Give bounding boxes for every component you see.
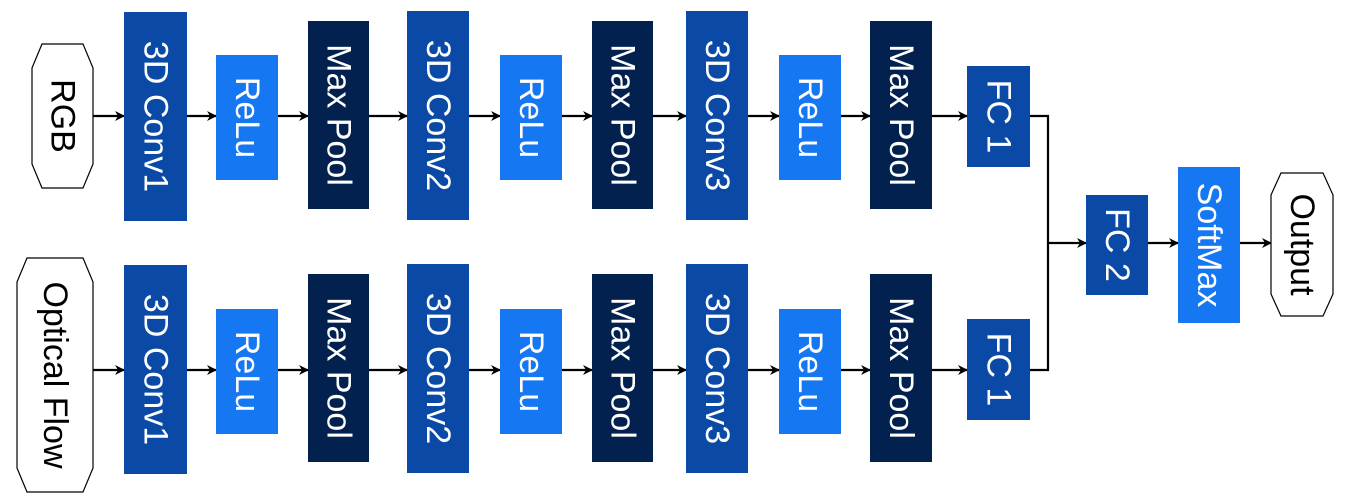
layer-label: 3D Conv1 <box>137 41 175 192</box>
input-node-rgb: RGB <box>31 43 94 189</box>
conv-block <box>124 265 187 474</box>
layer-conv2: 3D Conv2 <box>407 11 469 220</box>
relu-block <box>779 309 841 434</box>
terminal-shape <box>16 257 94 493</box>
relu-block <box>779 55 841 180</box>
layer-pool2: Max Pool <box>592 21 653 209</box>
relu-block <box>500 55 562 180</box>
conv-block <box>686 11 748 220</box>
layer-label: 3D Conv3 <box>698 40 736 191</box>
layer-label: Max Pool <box>604 44 642 186</box>
conv-block <box>407 11 469 220</box>
relu-block <box>500 309 562 434</box>
layer-label: FC 1 <box>980 333 1018 407</box>
layer-label: Max Pool <box>882 44 920 186</box>
layer-label: Max Pool <box>604 297 642 439</box>
pool-block <box>308 274 369 462</box>
input-label: RGB <box>44 79 82 153</box>
merge-line-bottom <box>1030 243 1050 372</box>
layer-relu3: ReLu <box>779 55 841 180</box>
merge-head: FC 2 SoftMax Output <box>1086 167 1334 323</box>
layer-relu1: ReLu <box>216 309 278 434</box>
layer-pool1: Max Pool <box>308 274 369 462</box>
layer-label: FC 1 <box>980 80 1018 154</box>
layer-relu2: ReLu <box>500 309 562 434</box>
pool-block <box>870 274 932 462</box>
layer-pool1: Max Pool <box>308 21 369 209</box>
layer-pool3: Max Pool <box>870 21 932 209</box>
layer-label: 3D Conv2 <box>419 293 457 444</box>
layer-label: ReLu <box>512 77 550 158</box>
layer-label: ReLu <box>791 331 829 412</box>
layer-label: 3D Conv1 <box>137 294 175 445</box>
input-label: Optical Flow <box>36 281 74 468</box>
rgb-stream: RGB 3D Conv1 ReLu Max Pool 3D Conv2 ReLu… <box>31 11 1030 221</box>
layer-fc1: FC 1 <box>967 319 1030 420</box>
layer-label: FC 2 <box>1098 208 1136 282</box>
layer-label: 3D Conv3 <box>698 293 736 444</box>
output-label: Output <box>1283 193 1321 296</box>
layer-label: Max Pool <box>320 297 358 439</box>
layer-fc1: FC 1 <box>967 66 1030 167</box>
layer-fc2: FC 2 <box>1086 195 1148 295</box>
layer-conv3: 3D Conv3 <box>686 264 748 473</box>
layer-relu3: ReLu <box>779 309 841 434</box>
input-node-optical-flow: Optical Flow <box>16 257 94 493</box>
pool-block <box>870 21 932 209</box>
layer-conv1: 3D Conv1 <box>124 265 187 474</box>
layer-softmax: SoftMax <box>1178 167 1240 323</box>
optical-flow-stream: Optical Flow 3D Conv1 ReLu Max Pool 3D C… <box>16 257 1030 493</box>
terminal-shape <box>31 43 94 189</box>
layer-conv3: 3D Conv3 <box>686 11 748 220</box>
layer-conv1: 3D Conv1 <box>124 12 187 221</box>
merge-line-top <box>1030 114 1050 243</box>
conv-block <box>124 12 187 221</box>
connectors <box>93 111 1272 375</box>
layer-pool3: Max Pool <box>870 274 932 462</box>
layer-relu2: ReLu <box>500 55 562 180</box>
layer-label: ReLu <box>228 77 266 158</box>
output-node: Output <box>1270 172 1334 317</box>
layer-label: ReLu <box>228 331 266 412</box>
pool-block <box>308 21 369 209</box>
conv-block <box>686 264 748 473</box>
softmax-block <box>1178 167 1240 323</box>
layer-pool2: Max Pool <box>592 274 653 462</box>
fc-block <box>1086 195 1148 295</box>
layer-label: SoftMax <box>1190 183 1228 308</box>
layer-label: ReLu <box>512 331 550 412</box>
relu-block <box>216 55 278 180</box>
pool-block <box>592 21 653 209</box>
layer-conv2: 3D Conv2 <box>407 264 469 473</box>
relu-block <box>216 309 278 434</box>
layer-label: 3D Conv2 <box>419 40 457 191</box>
layer-label: Max Pool <box>320 44 358 186</box>
pool-block <box>592 274 653 462</box>
terminal-shape <box>1270 172 1334 317</box>
layer-label: Max Pool <box>882 297 920 439</box>
layer-relu1: ReLu <box>216 55 278 180</box>
layer-label: ReLu <box>791 77 829 158</box>
fc-block <box>967 66 1030 167</box>
conv-block <box>407 264 469 473</box>
fc-block <box>967 319 1030 420</box>
